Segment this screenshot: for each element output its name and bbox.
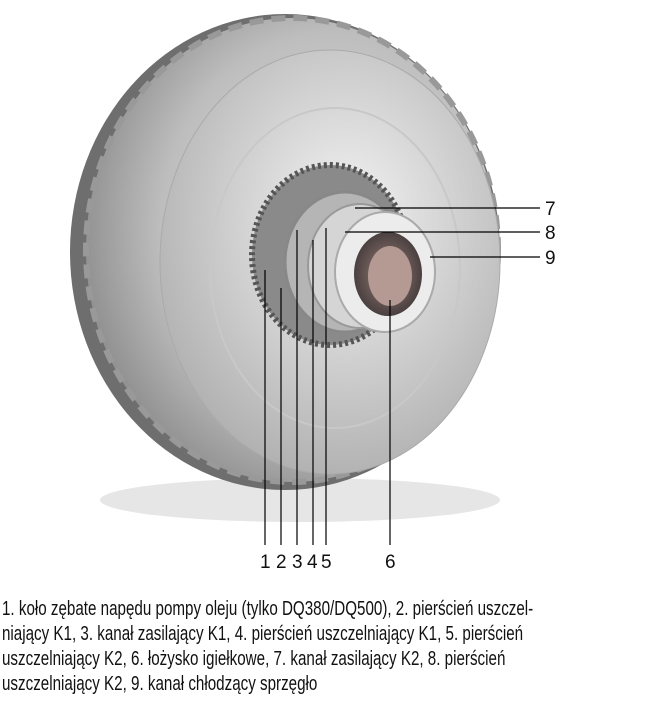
caption-line: niający K1, 3. kanał zasilający K1, 4. p…	[2, 622, 524, 645]
callout-8: 8	[545, 223, 556, 244]
callout-9: 9	[545, 248, 556, 269]
callout-2: 2	[276, 552, 287, 573]
clutch-drum	[70, 14, 501, 490]
caption-line: uszczelniający K2, 9. kanał chłodzący sp…	[2, 672, 318, 695]
callout-3: 3	[292, 552, 303, 573]
figure-caption: 1. koło zębate napędu pompy oleju (tylko…	[2, 596, 660, 696]
callout-7: 7	[545, 199, 556, 220]
leader-lines	[264, 207, 540, 545]
callout-1: 1	[260, 552, 271, 573]
clutch-illustration: 1 2 3 4 5 6 7 8 9	[70, 14, 556, 573]
caption-line: uszczelniający K2, 6. łożysko igiełkowe,…	[2, 647, 506, 670]
hub	[249, 162, 436, 348]
caption-line: 1. koło zębate napędu pompy oleju (tylko…	[2, 597, 534, 620]
callout-4: 4	[307, 552, 318, 573]
shadow	[100, 478, 500, 522]
callout-5: 5	[321, 552, 332, 573]
callout-6: 6	[385, 552, 396, 573]
